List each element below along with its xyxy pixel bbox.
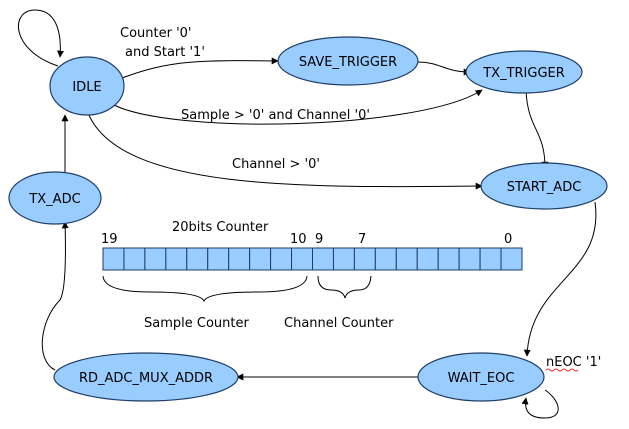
bit-label-7: 7	[358, 232, 366, 247]
register-bit-14	[207, 247, 230, 271]
register-bit-11	[270, 247, 293, 271]
state-tx-adc[interactable]: TX_ADC	[8, 171, 102, 225]
edge-idle-to-start-adc	[87, 112, 483, 190]
bit-label-10: 10	[290, 232, 307, 247]
edge-start-adc-to-wait-eoc	[523, 201, 597, 357]
channel-counter-label: Channel Counter	[284, 316, 394, 331]
register-title: 20bits Counter	[172, 220, 269, 235]
state-wait-eoc-label: WAIT_EOC	[448, 371, 515, 386]
wait-eoc-self-loop	[521, 389, 559, 419]
register-bit-9	[312, 247, 334, 271]
state-tx-trigger[interactable]: TX_TRIGGER	[465, 50, 583, 94]
state-start-adc[interactable]: START_ADC	[480, 162, 608, 210]
register-bit-10	[291, 247, 313, 271]
register-bit-8	[332, 247, 355, 271]
state-tx-adc-label: TX_ADC	[28, 192, 80, 207]
label-sample-and-channel: Sample > '0' and Channel '0'	[181, 108, 370, 123]
register-bit-13	[228, 247, 251, 271]
state-idle[interactable]: IDLE	[49, 56, 125, 116]
register-bit-6	[374, 247, 397, 271]
register-bit-16	[165, 247, 188, 271]
state-idle-label: IDLE	[72, 80, 101, 95]
register-bit-1	[479, 247, 502, 271]
state-wait-eoc[interactable]: WAIT_EOC	[417, 352, 545, 402]
register-bit-4	[416, 247, 439, 271]
edge-idle-to-save-trigger	[121, 57, 279, 79]
idle-self-loop	[18, 9, 64, 67]
register-bit-12	[249, 247, 272, 271]
channel-counter-brace	[317, 275, 372, 299]
state-save-trigger[interactable]: SAVE_TRIGGER	[277, 36, 419, 86]
state-rd-adc-mux-addr[interactable]: RD_ADC_MUX_ADDR	[53, 352, 239, 402]
register-bit-19	[102, 247, 125, 271]
sample-counter-label: Sample Counter	[144, 316, 249, 331]
label-neoc-one: nEOC '1'	[546, 355, 601, 370]
register-bit-3	[437, 247, 460, 271]
state-start-adc-label: START_ADC	[507, 180, 582, 195]
register-bit-17	[144, 247, 167, 271]
label-and-start-one: and Start '1'	[125, 45, 205, 60]
spellcheck-underline	[545, 368, 579, 372]
label-counter-zero: Counter '0'	[120, 26, 192, 41]
state-tx-trigger-label: TX_TRIGGER	[482, 66, 565, 81]
register-bit-15	[186, 247, 209, 271]
register-bit-18	[123, 247, 146, 271]
edge-save-to-tx-trigger	[417, 61, 471, 76]
edge-rd-adc-to-tx-adc	[41, 221, 69, 371]
register-bit-5	[395, 247, 418, 271]
edge-tx-trigger-to-start-adc	[525, 90, 549, 169]
state-rd-adc-mux-addr-label: RD_ADC_MUX_ADDR	[79, 371, 213, 386]
sample-counter-brace	[102, 275, 308, 303]
register-bit-7	[353, 247, 376, 271]
label-channel-gt-zero: Channel > '0'	[232, 157, 320, 172]
register-bit-0	[500, 247, 523, 271]
bit-label-0: 0	[504, 232, 512, 247]
register-bit-cells	[102, 247, 523, 271]
state-save-trigger-label: SAVE_TRIGGER	[299, 55, 397, 70]
bit-label-9: 9	[315, 232, 323, 247]
register-bit-2	[458, 247, 481, 271]
edge-idle-to-tx-trigger	[111, 89, 483, 125]
bit-label-19: 19	[101, 232, 118, 247]
